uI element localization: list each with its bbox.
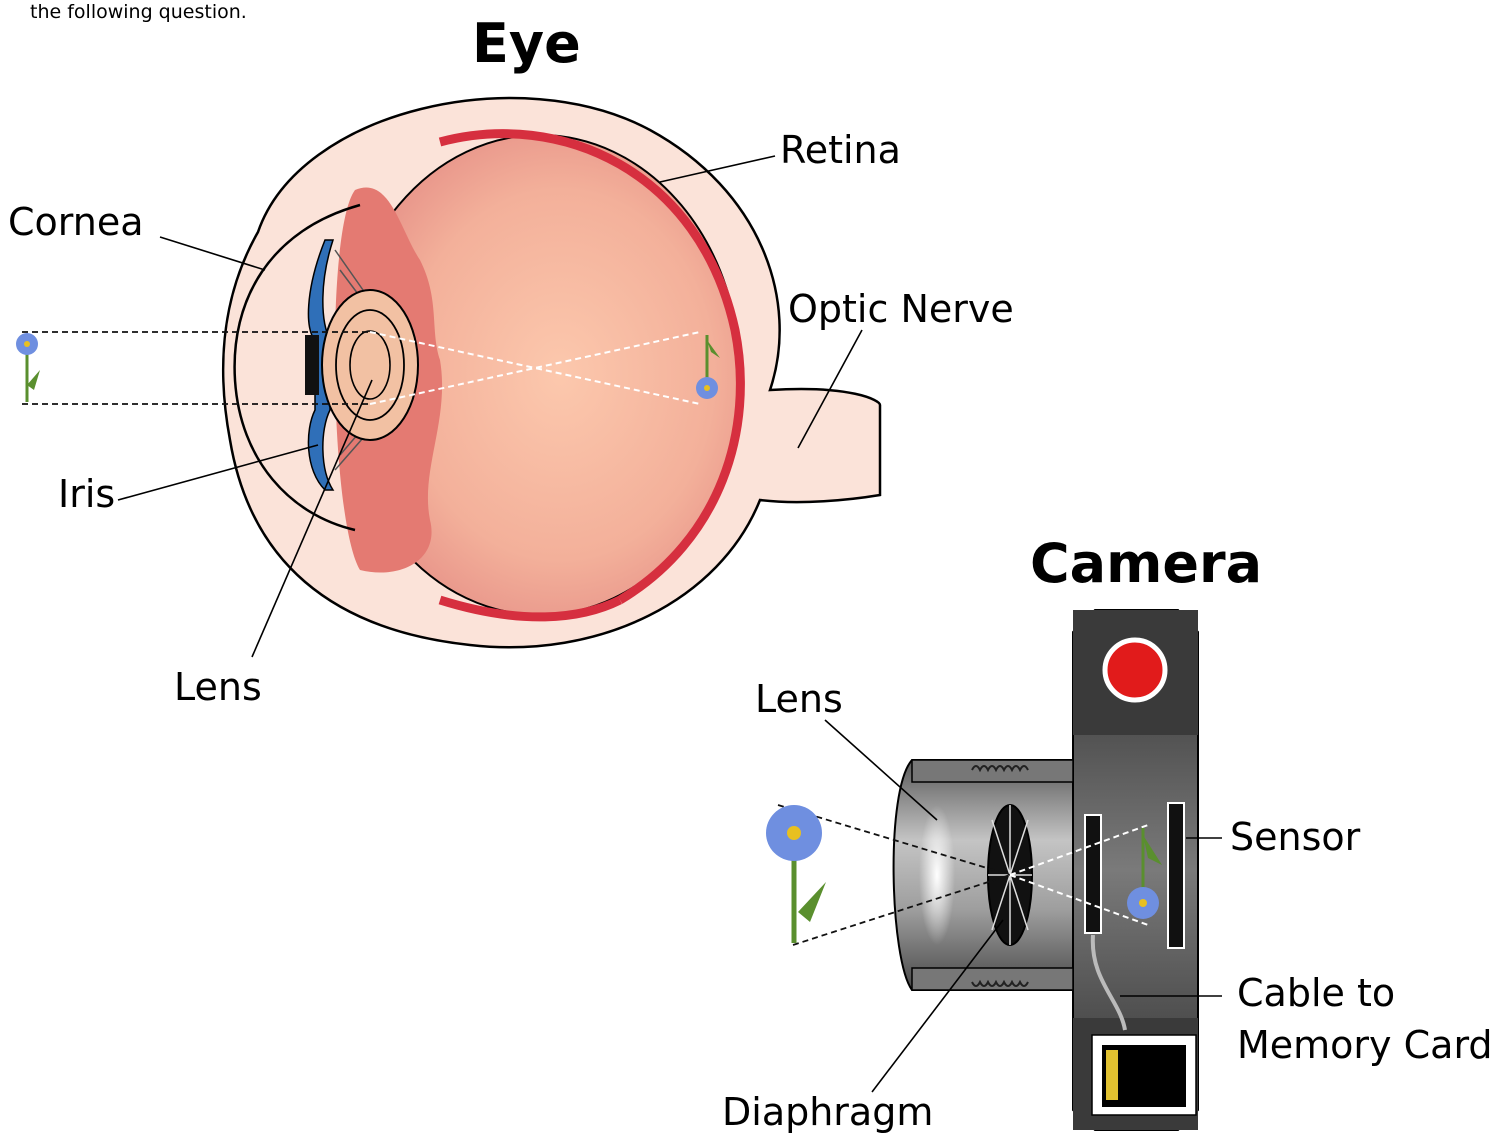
camera-lens (919, 805, 955, 945)
cable-label-line1: Cable to (1237, 971, 1395, 1015)
retina-label: Retina (780, 128, 901, 172)
eye-object-flower (16, 333, 40, 402)
record-button (1105, 640, 1165, 700)
camera-title: Camera (1030, 532, 1262, 595)
sensor-label: Sensor (1230, 815, 1361, 859)
memory-card (1092, 1035, 1196, 1115)
eye-lens-label: Lens (174, 665, 262, 709)
eye-title: Eye (472, 12, 581, 75)
cornea-label: Cornea (8, 200, 144, 244)
sensor (1168, 803, 1184, 948)
optic-nerve-label: Optic Nerve (788, 287, 1014, 331)
cable-label-line2: Memory Card (1237, 1023, 1493, 1067)
iris-label: Iris (58, 472, 115, 516)
diaphragm-label: Diaphragm (722, 1090, 933, 1134)
intro-text: the following question. (30, 1, 247, 23)
eye-lens (322, 290, 418, 440)
eye-illustration (16, 98, 880, 647)
camera-object-flower (766, 805, 826, 943)
camera-lens-label: Lens (755, 677, 843, 721)
